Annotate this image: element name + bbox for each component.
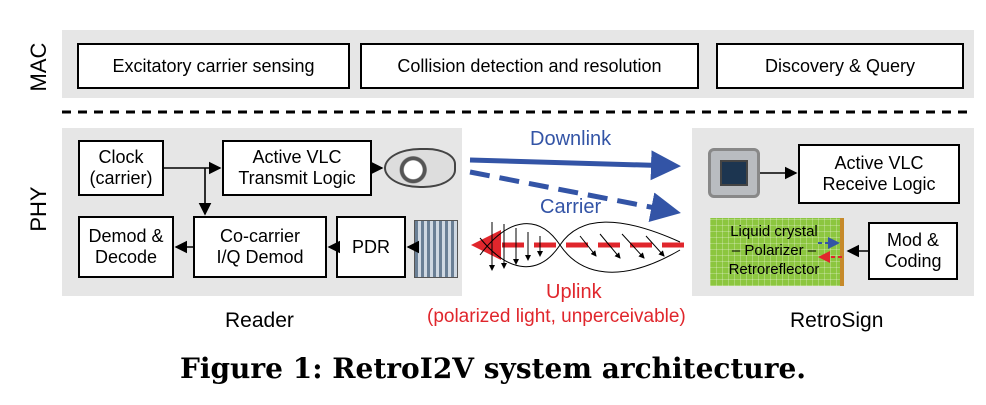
- excitatory-carrier-sensing-box: Excitatory carrier sensing: [77, 43, 350, 89]
- demod-decode-box: Demod & Decode: [78, 216, 174, 278]
- liquid-crystal-module: Liquid crystal – Polarizer – Retroreflec…: [710, 218, 844, 286]
- receive-logic-box: Active VLC Receive Logic: [798, 144, 960, 204]
- sensor-window: [720, 160, 748, 186]
- downlink-label: Downlink: [530, 128, 612, 150]
- carrier-arrow: [469, 169, 681, 222]
- uplink-label: Uplink: [546, 281, 602, 303]
- photodiode-sensor-image: [708, 148, 760, 198]
- uplink-note-label: (polarized light, unperceivable): [427, 306, 686, 327]
- liquid-crystal-label: Liquid crystal – Polarizer – Retroreflec…: [728, 223, 820, 278]
- pdr-box: PDR: [336, 216, 406, 278]
- reader-label: Reader: [225, 309, 294, 332]
- collision-detection-box: Collision detection and resolution: [360, 43, 699, 89]
- iq-demod-box: Co-carrier I/Q Demod: [193, 216, 327, 278]
- transmit-logic-box: Active VLC Transmit Logic: [222, 140, 372, 196]
- discovery-query-box: Discovery & Query: [716, 43, 964, 89]
- mod-coding-box: Mod & Coding: [868, 222, 958, 280]
- headlight-image: [384, 148, 456, 188]
- clock-box: Clock (carrier): [78, 140, 164, 196]
- retrosign-label: RetroSign: [790, 309, 884, 332]
- figure-caption: Figure 1: RetroI2V system architecture.: [179, 352, 807, 385]
- downlink-arrow: [469, 150, 681, 181]
- polarization-wave: [479, 221, 681, 273]
- carrier-label: Carrier: [540, 196, 602, 218]
- photodetector-image: [414, 220, 458, 278]
